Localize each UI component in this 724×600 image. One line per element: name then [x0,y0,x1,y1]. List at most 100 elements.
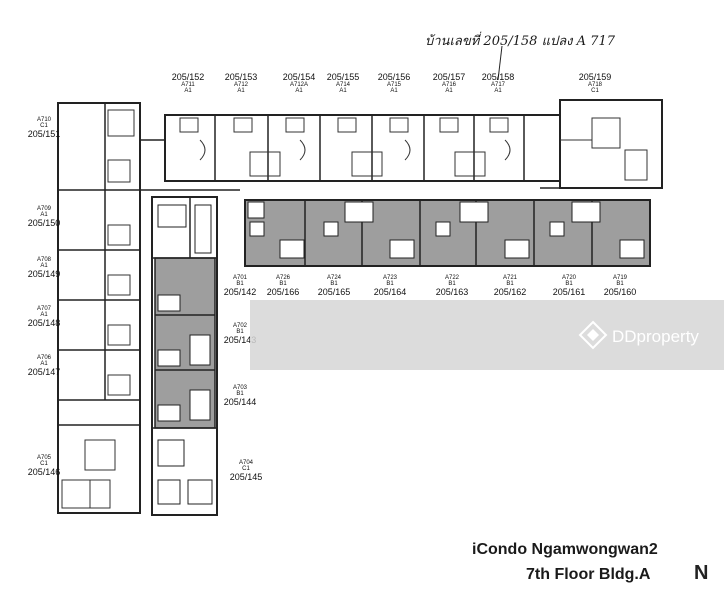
unit-type: B1 [279,281,287,287]
unit-label-a721: A721 B1 205/162 [490,275,530,297]
unit-type: A1 [40,263,48,269]
unit-number: 205/159 [578,72,612,82]
unit-code: A721 [502,275,517,281]
unit-code: A720 [561,275,576,281]
unit-label-a714: 205/155 A714 A1 [323,72,363,94]
unit-label-a711: 205/152 A711 A1 [168,72,208,94]
unit-type: C1 [591,88,599,94]
unit-number: 205/165 [317,287,351,297]
unit-code: A702 [232,323,247,329]
unit-code: A709 [36,206,51,212]
unit-code: A703 [232,385,247,391]
ddproperty-logo-icon [578,320,608,350]
unit-type: A1 [237,88,245,94]
unit-type: A1 [184,88,192,94]
note-arrow-icon [497,45,503,81]
unit-label-a712: 205/153 A712 A1 [221,72,261,94]
unit-number: 205/144 [223,397,257,407]
unit-label-a724: A724 B1 205/165 [314,275,354,297]
unit-label-a718: 205/159 A718 C1 [575,72,615,94]
unit-label-a707: A707 A1 205/148 [24,306,64,328]
unit-label-a709: A709 A1 205/150 [24,206,64,228]
unit-number: 205/148 [27,318,61,328]
unit-label-a704: A704 C1 205/145 [226,460,266,482]
unit-type: A1 [445,88,453,94]
unit-number: 205/154 [282,72,316,82]
unit-number: 205/145 [229,472,263,482]
unit-label-a710: A710 C1 205/151 [24,117,64,139]
unit-label-a719: A719 B1 205/160 [600,275,640,297]
unit-type: B1 [386,281,394,287]
unit-type: C1 [242,466,250,472]
corner-unit-a718 [559,99,663,189]
unit-code: A708 [36,257,51,263]
unit-code: A715 [386,82,401,88]
unit-number: 205/156 [377,72,411,82]
unit-type: A1 [494,88,502,94]
unit-label-a703: A703 B1 205/144 [220,385,260,407]
top-wing-dividers [214,115,561,181]
handwritten-note: บ้านเลขที่ 205/158 แปลง A 717 [425,34,615,49]
unit-type: A1 [295,88,303,94]
unit-type: B1 [236,329,244,335]
unit-label-a706: A706 A1 205/147 [24,355,64,377]
unit-code: A718 [587,82,602,88]
unit-label-a702: A702 B1 205/143 [220,323,260,345]
left-wing-outline [57,102,141,514]
unit-code: A711 [181,82,195,88]
unit-number: 205/142 [223,287,257,297]
unit-code: A712 [233,82,248,88]
unit-number: 205/166 [266,287,300,297]
unit-label-a712a: 205/154 A712A A1 [279,72,319,94]
floor-label: 7th Floor Bldg.A [526,566,651,583]
unit-number: 205/146 [27,467,61,477]
unit-code: A701 [232,275,247,281]
building-name: iCondo Ngamwongwan2 [472,541,658,558]
unit-code: A719 [612,275,627,281]
unit-code: A717 [490,82,505,88]
unit-number: 205/152 [171,72,205,82]
unit-type: C1 [40,461,48,467]
unit-number: 205/150 [27,218,61,228]
unit-code: A707 [36,306,51,312]
unit-number: 205/143 [223,335,257,345]
unit-number: 205/163 [435,287,469,297]
watermark-band [250,300,724,370]
unit-label-a720: A720 B1 205/161 [549,275,589,297]
unit-code: A724 [326,275,341,281]
unit-number: 205/147 [27,367,61,377]
unit-number: 205/164 [373,287,407,297]
unit-type: B1 [330,281,338,287]
unit-type: A1 [40,312,48,318]
unit-code: A722 [444,275,459,281]
unit-code: A726 [275,275,290,281]
unit-code: A716 [441,82,456,88]
unit-type: A1 [339,88,347,94]
north-icon: N [694,562,709,584]
unit-number: 205/160 [603,287,637,297]
unit-type: B1 [616,281,624,287]
unit-code: A723 [382,275,397,281]
unit-type: A1 [40,212,48,218]
unit-number: 205/157 [432,72,466,82]
unit-type: B1 [565,281,573,287]
unit-code: A705 [36,455,51,461]
unit-label-a716: 205/157 A716 A1 [429,72,469,94]
watermark-brand: DDproperty [612,327,699,346]
unit-type: A1 [40,361,48,367]
unit-code: A704 [238,460,253,466]
unit-label-a715: 205/156 A715 A1 [374,72,414,94]
unit-type: B1 [236,281,244,287]
unit-type: B1 [448,281,456,287]
unit-label-a705: A705 C1 205/146 [24,455,64,477]
top-wing-details [179,117,511,177]
unit-type: A1 [390,88,398,94]
unit-number: 205/155 [326,72,360,82]
unit-number: 205/151 [27,129,61,139]
unit-label-a701: A701 B1 205/142 [220,275,260,297]
unit-type: C1 [40,123,48,129]
unit-number: 205/162 [493,287,527,297]
unit-number: 205/158 [481,72,515,82]
unit-label-a722: A722 B1 205/163 [432,275,472,297]
unit-label-a726: A726 B1 205/166 [263,275,303,297]
